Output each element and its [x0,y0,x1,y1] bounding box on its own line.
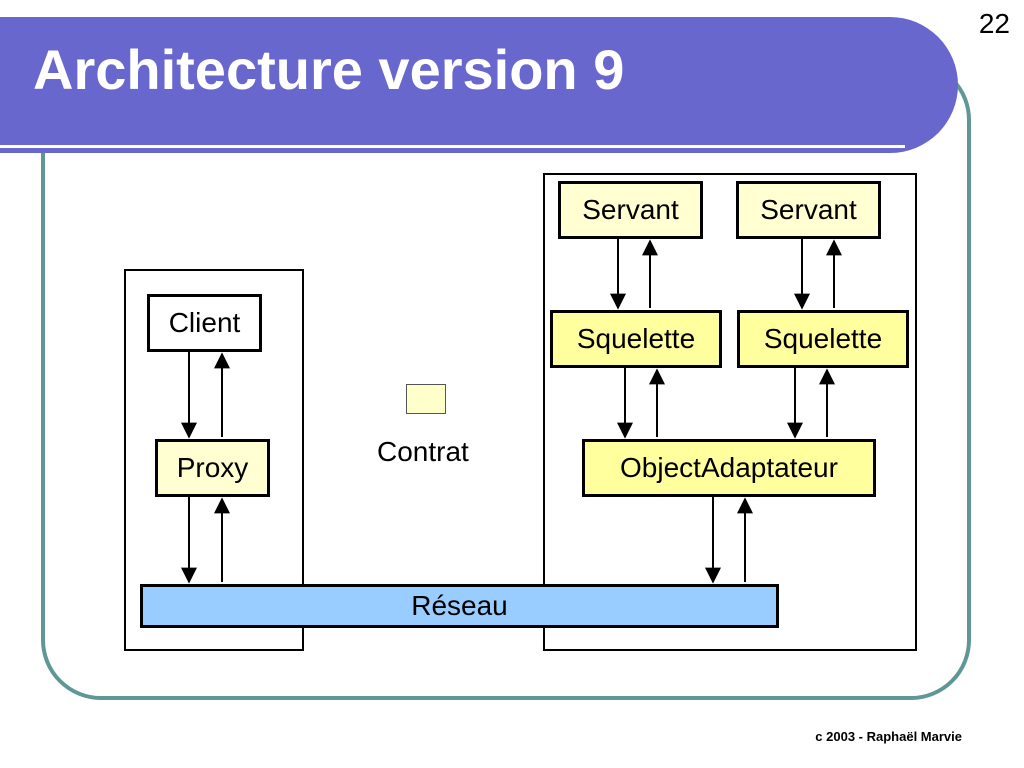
object-adapter-box: ObjectAdaptateur [582,439,876,497]
title-underline [0,145,905,148]
contract-legend-label: Contrat [377,436,469,467]
squelette-box-2: Squelette [737,310,909,368]
page-number: 22 [978,8,1010,39]
server-side-container [543,173,917,651]
squelette-box-1: Squelette [550,310,722,368]
proxy-box: Proxy [155,439,270,497]
servant-box-1: Servant [558,181,703,239]
contract-legend-swatch [406,384,446,414]
servant-box-2: Servant [736,181,881,239]
title-bar [0,17,958,153]
slide-title: Architecture version 9 [33,38,625,101]
client-box: Client [147,294,262,352]
footer-credit: c 2003 - Raphaël Marvie [815,729,962,744]
network-bar: Réseau [140,584,779,628]
